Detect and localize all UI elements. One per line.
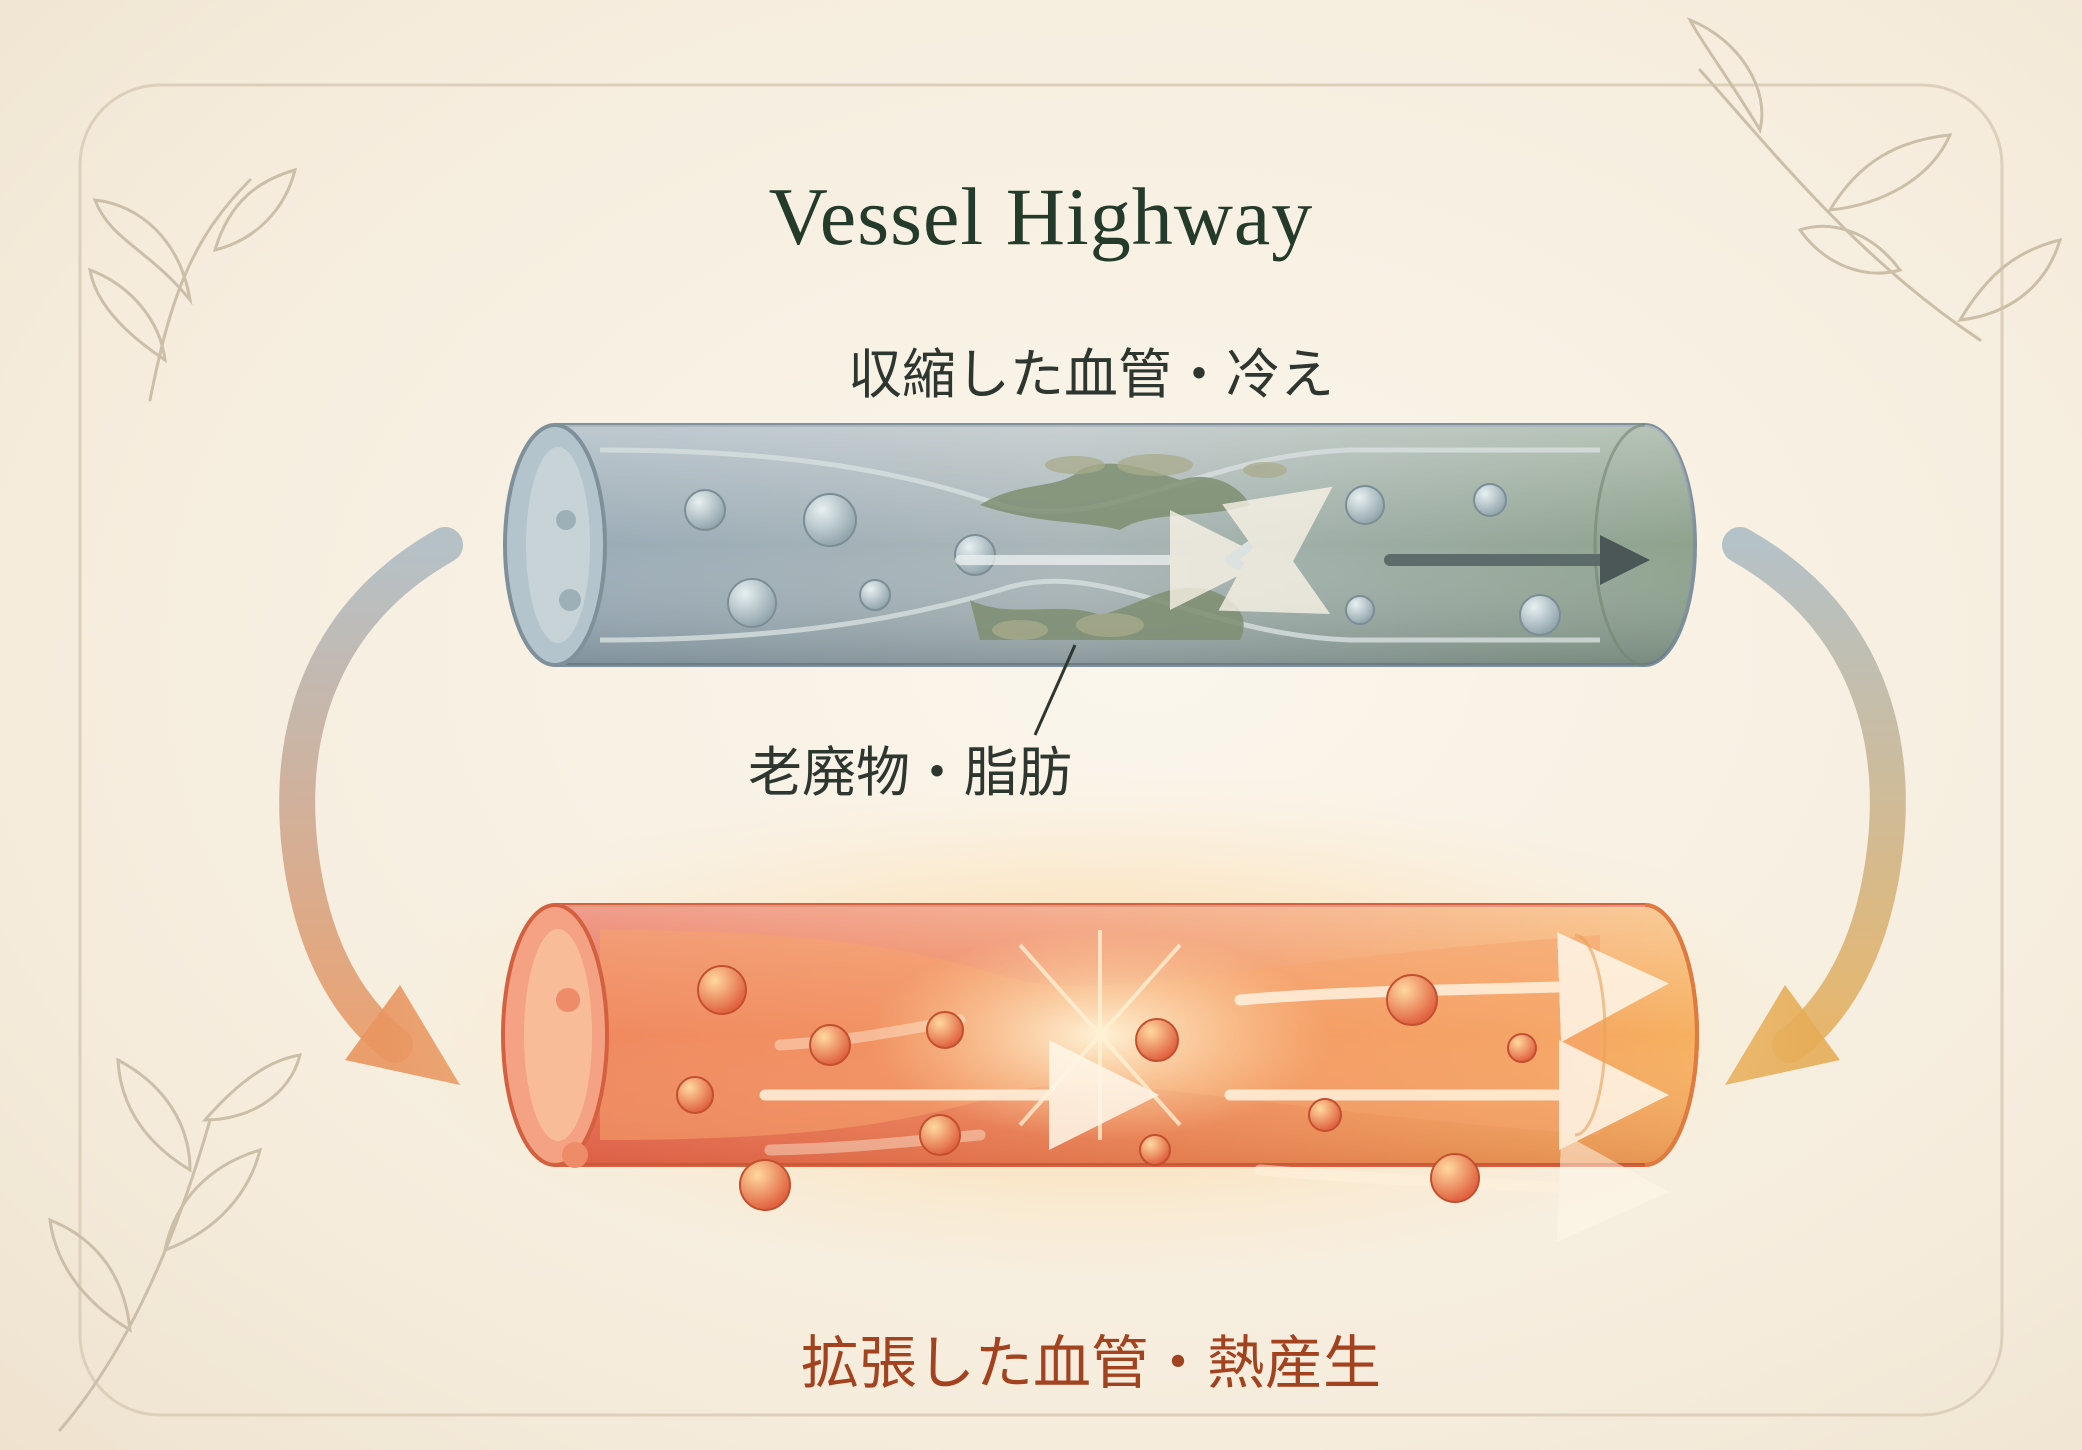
callout-line [1033, 644, 1077, 736]
flow-direction-arrow [1384, 535, 1650, 585]
blood-cell [676, 965, 1537, 1211]
dilated-vessel-label: 拡張した血管・熱産生 [800, 1329, 1381, 1397]
plaque-callout-label: 老廃物・脂肪 [748, 741, 1072, 804]
constricted-vessel [503, 423, 1697, 736]
dilated-vessel [501, 903, 1699, 1243]
blood-flow-arrow [955, 486, 1333, 614]
constricted-vessel-label: 収縮した血管・冷え [848, 343, 1334, 406]
leaf-branch-icon [48, 1053, 303, 1432]
diagram-title: Vessel Highway [768, 171, 1314, 262]
decorative-frame [78, 83, 2004, 1417]
leaf-branch-icon [88, 167, 298, 402]
leaf-branch-icon [1686, 17, 2063, 342]
